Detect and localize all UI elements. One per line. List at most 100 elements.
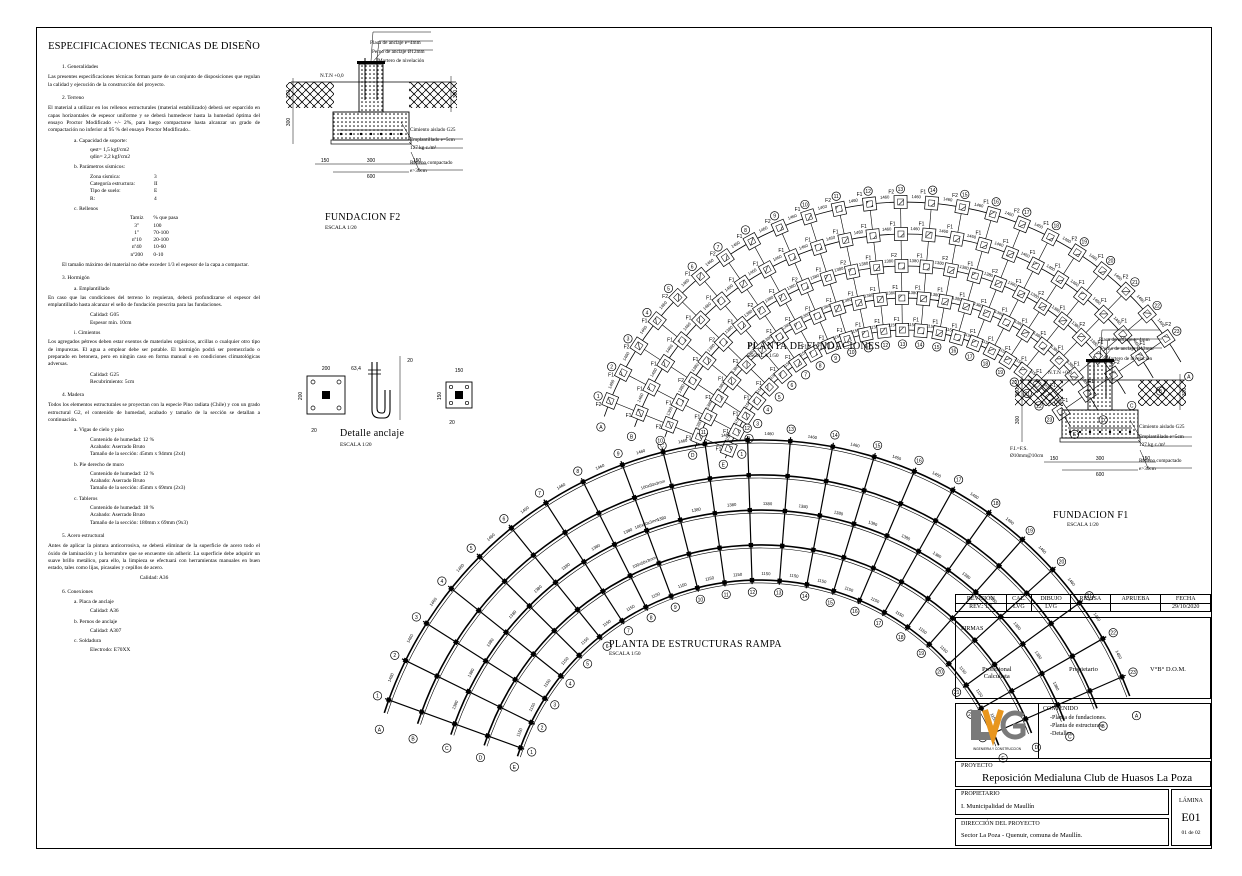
dimension-label: 1380 xyxy=(533,584,544,594)
table-cell: 20-100 xyxy=(153,237,169,244)
f2-annotation: Emplantillado e=5cm xyxy=(410,137,455,143)
soil-hatch xyxy=(1015,380,1063,406)
footing-tag: F1 xyxy=(727,319,733,325)
spec-value: Calidad: A36 xyxy=(90,608,119,615)
rebar-dot xyxy=(389,132,393,136)
lamina-count: 01 de 02 xyxy=(1181,830,1201,836)
footing-pedestal xyxy=(1046,232,1055,242)
spec-value: Contenido de humedad: 18 % xyxy=(90,505,155,512)
ramp-column xyxy=(985,509,992,517)
axis-bubble-label: 17 xyxy=(956,478,962,484)
footing-tag: F1 xyxy=(1058,345,1064,351)
ramp-column xyxy=(484,732,491,739)
axis-bubble-label: D xyxy=(479,755,483,761)
footing-pedestal xyxy=(618,368,628,378)
dimension-label: 1380 xyxy=(1066,359,1076,370)
leader-line xyxy=(376,40,433,59)
footing-tag: F1 xyxy=(920,190,926,196)
footing-tag: F1 xyxy=(981,299,987,305)
table-cell: 29/10/2020 xyxy=(1160,602,1211,612)
axis-bubble-label: 15 xyxy=(827,600,833,606)
dimension-label: 1150 xyxy=(797,349,808,358)
rebar-dot xyxy=(1098,430,1102,434)
axis-bubble-number xyxy=(895,184,905,194)
footing-pedestal xyxy=(714,393,724,403)
footing-tag: F1 xyxy=(919,222,925,228)
axis-bubble-label: 19 xyxy=(998,370,1004,376)
footing-pedestal xyxy=(716,296,726,306)
dimension-label: 1150 xyxy=(733,572,743,578)
dimension-label: 1380 xyxy=(656,514,667,522)
spec-section-5: 5. Acero estructural xyxy=(62,532,105,539)
axis-bubble-number xyxy=(583,659,593,669)
axis-bubble-label: 10 xyxy=(802,202,808,208)
axis-bubble-number xyxy=(687,261,697,271)
axis-bubble-number xyxy=(646,613,656,623)
footing-pedestal xyxy=(800,282,810,291)
footing-tag: F1 xyxy=(894,317,900,323)
seismic-row: Tipo de suelo:E xyxy=(90,188,260,195)
footing-pedestal xyxy=(804,212,813,221)
leader-line xyxy=(370,49,433,65)
dimension-label: 1460 xyxy=(1069,278,1080,288)
contenido-box: CONTENIDO -Planta de fundaciones. -Plant… xyxy=(955,703,1211,759)
ramp-column xyxy=(561,529,569,536)
axis-bubble-label: B xyxy=(411,737,415,743)
planta-fundaciones-title: PLANTA DE FUNDACIONES xyxy=(747,341,881,352)
seismic-row: Categoría estructura:II xyxy=(90,181,260,188)
footing-tag: F2 xyxy=(1038,291,1044,297)
dimension-label: 1380 xyxy=(743,308,754,318)
axis-bubble-label: 7 xyxy=(804,373,807,379)
footing-pedestal xyxy=(917,327,925,335)
dimension-label: 1150 xyxy=(907,322,917,327)
f2-annotation: Cimiento aislado G25 xyxy=(410,127,456,133)
f1-scale: ESCALA 1/20 xyxy=(1067,522,1099,528)
f2-annotation: e>30cm xyxy=(410,168,427,174)
dimension-label: 1460 xyxy=(772,253,783,262)
table-cell: 3" xyxy=(134,222,140,229)
axis-bubble-label: 12 xyxy=(865,189,871,195)
dimension-label: 150 xyxy=(1050,456,1059,462)
ramp-arc-beam-inner xyxy=(386,442,1128,714)
axis-bubble-label: 9 xyxy=(617,451,620,457)
footing-tag: F1 xyxy=(1040,331,1046,337)
footing-tag: F1 xyxy=(626,413,632,419)
dimension-label: 1380 xyxy=(451,699,460,710)
table-cell: 10-60 xyxy=(153,244,166,251)
dimension-label: 1380 xyxy=(745,348,756,358)
axis-bubble-number xyxy=(960,189,970,199)
dimension-label: 1150 xyxy=(939,644,949,654)
footing-tag: F1 xyxy=(1005,346,1011,352)
spec-subsection: b. Pernos de anclaje xyxy=(74,618,118,625)
footing-tag: F1 xyxy=(988,337,994,343)
dimension-label: 1380 xyxy=(886,290,896,296)
dimension-label: 1460 xyxy=(455,562,465,573)
footing-pedestal xyxy=(675,397,685,407)
dimension-label: 1150 xyxy=(789,573,799,579)
dimension-label: 600 xyxy=(1096,472,1105,478)
axis-bubble-label: 3 xyxy=(627,337,630,343)
footing-tag: F1 xyxy=(642,318,648,324)
footing-pedestal xyxy=(841,236,850,245)
axis-bubble-number xyxy=(815,361,825,371)
axis-bubble-label: A xyxy=(1135,714,1139,720)
ramp-column xyxy=(580,478,587,485)
ramp-column xyxy=(830,588,837,594)
ramp-column xyxy=(884,532,890,539)
dimension-label: 1460 xyxy=(1067,577,1077,588)
footing-pedestal xyxy=(673,292,683,303)
planta-fundaciones-scale: ESCALA 1/50 xyxy=(747,353,779,359)
soil-hatch xyxy=(1138,380,1186,406)
table-cell xyxy=(1070,602,1111,612)
footing-pedestal xyxy=(793,358,803,368)
footing-pedestal xyxy=(727,376,737,386)
dimension-label: 300 xyxy=(1096,456,1105,462)
axis-bubble-label: 5 xyxy=(470,546,473,552)
ramp-column xyxy=(668,593,674,599)
footing-pedestal xyxy=(922,263,930,271)
ramp-column xyxy=(530,651,537,658)
dimension-label: 1150 xyxy=(814,340,825,349)
spec-value: Acabado: Aserrado Bruto xyxy=(90,512,146,519)
footing-tag: F1 xyxy=(685,272,691,278)
